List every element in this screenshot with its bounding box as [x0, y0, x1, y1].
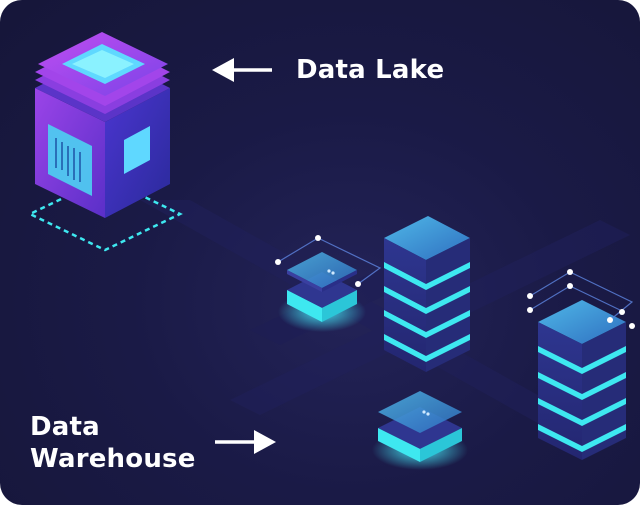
data-warehouse-label-line2: Warehouse	[30, 443, 196, 475]
data-warehouse-label-line1: Data	[30, 411, 196, 443]
data-lake-label: Data Lake	[296, 54, 444, 86]
server-tower-center	[384, 216, 470, 372]
server-tower-right	[538, 300, 626, 460]
arrow-right-icon	[215, 430, 276, 454]
data-lake-icon	[35, 32, 170, 218]
data-warehouse-label: Data Warehouse	[30, 411, 196, 475]
arrow-left-icon	[212, 58, 272, 82]
storage-module-bottom	[372, 391, 468, 470]
